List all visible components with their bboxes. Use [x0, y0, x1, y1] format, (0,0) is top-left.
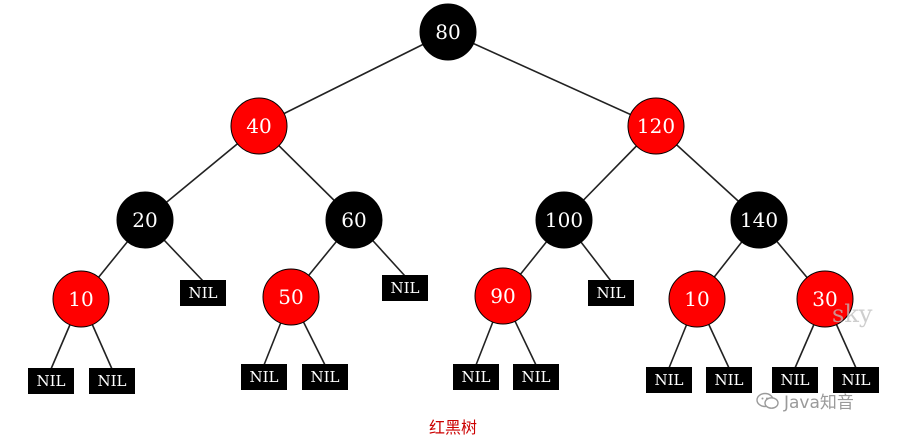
node-circle	[262, 268, 320, 326]
nil-leaf: NIL	[302, 364, 348, 390]
tree-node-red: 40	[230, 97, 288, 155]
tree-node-black: 60	[325, 191, 383, 249]
watermark-handle: sky	[832, 300, 873, 328]
nil-label: NIL	[521, 368, 550, 386]
tree-node-red: 30	[796, 270, 854, 328]
nil-box	[513, 364, 559, 390]
nil-leaf: NIL	[513, 364, 559, 390]
tree-node-black: 20	[116, 191, 174, 249]
node-value: 10	[684, 287, 709, 311]
nil-label: NIL	[841, 371, 870, 389]
node-circle	[730, 191, 788, 249]
node-circle	[627, 97, 685, 155]
node-circle	[796, 270, 854, 328]
nil-label: NIL	[36, 372, 65, 390]
watermark-brand: Java知音	[756, 388, 854, 413]
nil-label: NIL	[97, 372, 126, 390]
nil-leaf: NIL	[180, 280, 226, 306]
nil-box	[302, 364, 348, 390]
tree-node-black: 140	[730, 191, 788, 249]
node-value: 30	[812, 287, 837, 311]
nil-leaf: NIL	[382, 275, 428, 301]
tree-node-red: 10	[52, 270, 110, 328]
nil-label: NIL	[596, 284, 625, 302]
nil-box	[833, 367, 879, 393]
nil-box	[28, 368, 74, 394]
nil-box	[241, 364, 287, 390]
tree-node-red: 120	[627, 97, 685, 155]
nil-box	[453, 364, 499, 390]
node-value: 100	[545, 208, 583, 232]
tree-node-red: 10	[668, 270, 726, 328]
nil-leaf: NIL	[772, 367, 818, 393]
node-circle	[668, 270, 726, 328]
nil-box	[772, 367, 818, 393]
tree-edge	[258, 31, 449, 127]
node-value: 40	[246, 114, 271, 138]
node-value: 80	[435, 20, 460, 44]
wechat-icon	[756, 392, 779, 409]
tree-node-black: 80	[419, 3, 477, 61]
nil-label: NIL	[780, 371, 809, 389]
nil-label: NIL	[188, 284, 217, 302]
nil-label: NIL	[461, 368, 490, 386]
nil-leaf: NIL	[453, 364, 499, 390]
node-value: 50	[278, 285, 303, 309]
node-circle	[325, 191, 383, 249]
node-value: 90	[490, 284, 515, 308]
nil-label: NIL	[310, 368, 339, 386]
nil-box	[382, 275, 428, 301]
node-circle	[535, 191, 593, 249]
nil-leaves: NIL NIL NIL NIL NIL NIL NIL NIL NIL NIL NIL NIL NIL	[28, 275, 879, 394]
watermark-brand-text: Java知音	[784, 393, 854, 413]
tree-node-black: 100	[535, 191, 593, 249]
nil-box	[706, 367, 752, 393]
tree-node-red: 90	[474, 267, 532, 325]
nil-box	[646, 367, 692, 393]
nil-leaf: NIL	[241, 364, 287, 390]
nil-label: NIL	[714, 371, 743, 389]
node-value: 20	[132, 208, 157, 232]
nil-box	[180, 280, 226, 306]
nil-label: NIL	[249, 368, 278, 386]
tree-edge	[447, 31, 657, 127]
nil-leaf: NIL	[646, 367, 692, 393]
nil-leaf: NIL	[833, 367, 879, 393]
tree-nodes: 80 40 120 20 60 100 140 10 50 90 10 30	[52, 3, 854, 328]
node-circle	[474, 267, 532, 325]
node-circle	[52, 270, 110, 328]
tree-node-red: 50	[262, 268, 320, 326]
node-value: 60	[341, 208, 366, 232]
node-circle	[419, 3, 477, 61]
nil-leaf: NIL	[28, 368, 74, 394]
node-circle	[230, 97, 288, 155]
tree-edges	[50, 31, 857, 370]
node-circle	[116, 191, 174, 249]
nil-box	[89, 368, 135, 394]
nil-label: NIL	[390, 279, 419, 297]
nil-leaf: NIL	[706, 367, 752, 393]
nil-label: NIL	[654, 371, 683, 389]
node-value: 120	[637, 114, 675, 138]
node-value: 140	[740, 208, 778, 232]
nil-box	[588, 280, 634, 306]
node-value: 10	[68, 287, 93, 311]
nil-leaf: NIL	[89, 368, 135, 394]
diagram-caption: 红黑树	[428, 418, 477, 437]
nil-leaf: NIL	[588, 280, 634, 306]
